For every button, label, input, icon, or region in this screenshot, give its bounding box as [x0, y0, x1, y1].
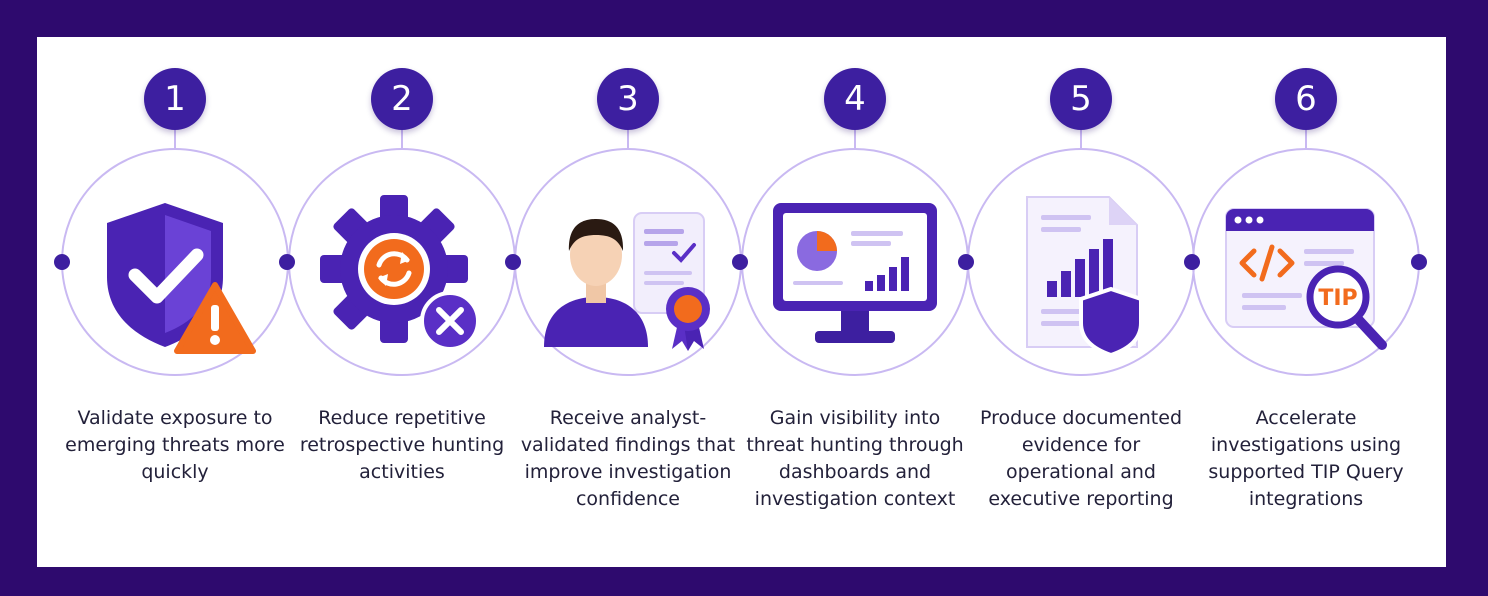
- analyst-certificate-icon: [538, 185, 718, 365]
- step-description: Gain visibility into threat hunting thro…: [746, 407, 964, 510]
- dashboard-monitor-icon: [765, 185, 945, 365]
- tip-label: TIP: [1318, 286, 1357, 311]
- step-number-badge: 1: [144, 68, 206, 130]
- step-4: 4 Gain visibility into threat hunting th…: [741, 37, 969, 567]
- step-number-badge: 6: [1275, 68, 1337, 130]
- step-6: 6 TIP Accelerate investigations using: [1192, 37, 1420, 567]
- step-2: 2: [288, 37, 516, 567]
- step-5: 5 Produce documented evidence for operat…: [967, 37, 1195, 567]
- connector-line: [54, 130, 1427, 376]
- step-description: Produce documented evidence for operatio…: [979, 407, 1183, 510]
- step-3: 3 Receive analyst-validated findings tha…: [514, 37, 742, 567]
- gear-refresh-cancel-icon: [312, 185, 492, 365]
- step-description: Validate exposure to emerging threats mo…: [65, 407, 285, 483]
- step-number-badge: 5: [1050, 68, 1112, 130]
- report-document-shield-icon: [991, 185, 1171, 365]
- step-description: Reduce repetitive retrospective hunting …: [299, 407, 505, 483]
- step-description: Receive analyst-validated findings that …: [520, 407, 736, 510]
- shield-check-warning-icon: [85, 185, 265, 365]
- step-number-badge: 2: [371, 68, 433, 130]
- code-window-tip-magnifier-icon: TIP: [1216, 185, 1396, 365]
- steps-panel: 1 Validate exposure to emerging threats …: [37, 37, 1446, 567]
- step-number-badge: 4: [824, 68, 886, 130]
- step-description: Accelerate investigations using supporte…: [1208, 407, 1404, 510]
- step-1: 1 Validate exposure to emerging threats …: [61, 37, 289, 567]
- step-number-badge: 3: [597, 68, 659, 130]
